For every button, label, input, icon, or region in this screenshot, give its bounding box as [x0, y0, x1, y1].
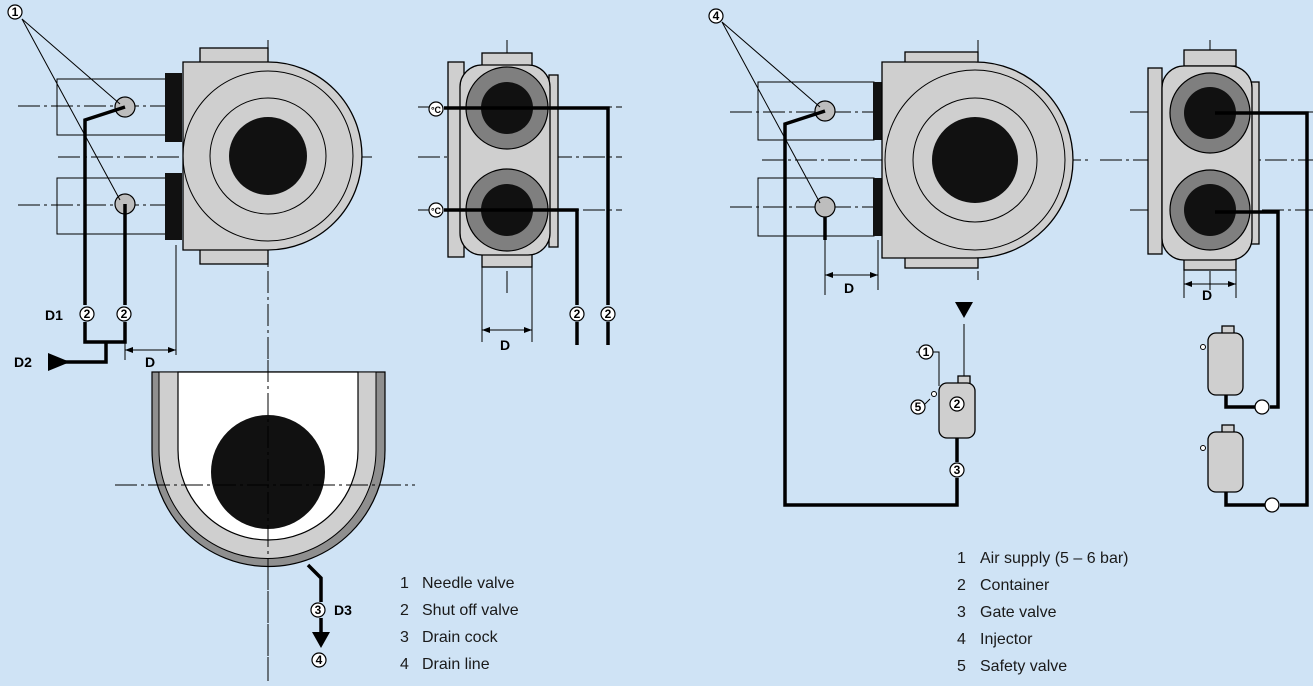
callout-injector: 4: [713, 9, 720, 23]
right-drawing: [721, 21, 1313, 513]
left-legend: 1 Needle valve 2 Shut off valve 3 Drain …: [400, 575, 519, 673]
dim-d-right-side: D: [1202, 287, 1212, 303]
callout-air-supply: 1: [923, 345, 930, 359]
legend-text: Shut off valve: [422, 602, 519, 619]
callout-safety-valve: 5: [915, 400, 922, 414]
callout-shutoff-2: 2: [121, 307, 128, 321]
left-drawing: [18, 18, 622, 686]
temp-label-top: °C: [431, 105, 442, 115]
legend-text: Air supply (5 – 6 bar): [980, 550, 1129, 567]
legend-num: 4: [957, 631, 966, 648]
legend-num: 4: [400, 656, 409, 673]
dim-d-right: D: [844, 280, 854, 296]
right-legend: 1 Air supply (5 – 6 bar) 2 Container 3 G…: [957, 550, 1129, 675]
left-callouts: 1 2 2 2 2 3 4 °C °C D1 D2 D3 D D: [7, 4, 616, 668]
legend-num: 2: [400, 602, 409, 619]
callout-container: 2: [954, 397, 961, 411]
label-d1: D1: [45, 307, 63, 323]
legend-text: Drain cock: [422, 629, 499, 646]
legend-num: 5: [957, 658, 966, 675]
legend-num: 3: [400, 629, 409, 646]
legend-num: 1: [957, 550, 966, 567]
legend-num: 1: [400, 575, 409, 592]
legend-text: Safety valve: [980, 658, 1067, 675]
legend-text: Container: [980, 577, 1050, 594]
legend-text: Drain line: [422, 656, 490, 673]
legend-text: Needle valve: [422, 575, 515, 592]
callout-drain-line: 4: [316, 653, 323, 667]
callout-shutoff-1: 2: [84, 307, 91, 321]
dim-d-side: D: [500, 337, 510, 353]
legend-text: Gate valve: [980, 604, 1057, 621]
legend-num: 3: [957, 604, 966, 621]
callout-needle-valve: 1: [12, 5, 19, 19]
callout-gate-valve: 3: [954, 463, 961, 477]
callout-drain-cock: 3: [315, 603, 322, 617]
temp-label-bottom: °C: [431, 206, 442, 216]
callout-shutoff-3: 2: [574, 307, 581, 321]
legend-num: 2: [957, 577, 966, 594]
right-callouts: 4 1 2 3 5 D D: [708, 8, 1212, 478]
label-d3: D3: [334, 602, 352, 618]
callout-shutoff-4: 2: [605, 307, 612, 321]
label-d2: D2: [14, 354, 32, 370]
legend-text: Injector: [980, 631, 1033, 648]
dim-d-left: D: [145, 354, 155, 370]
